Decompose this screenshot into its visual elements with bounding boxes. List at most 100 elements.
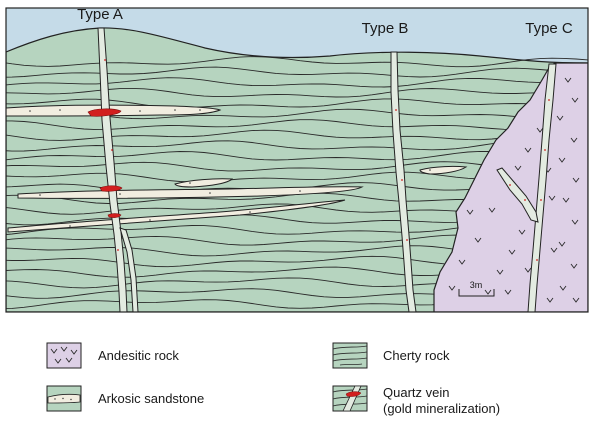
arkosic-sandstone-lenses (6, 104, 468, 233)
vein-red-speck (540, 199, 542, 201)
bedding-line (6, 56, 588, 68)
gold-zone-middle (99, 185, 123, 192)
type-c-label: Type C (525, 20, 573, 37)
sandstone-dot (174, 109, 176, 111)
gold-zone-upper (87, 108, 122, 117)
sandstone-lens-right (419, 165, 468, 175)
sandstone-dot (69, 225, 71, 227)
sandstone-dot (149, 219, 151, 221)
legend-quartz-vein-label-line1: Quartz vein (383, 385, 449, 400)
andesite-v-mark (572, 177, 580, 183)
andesite-v-mark (564, 77, 572, 83)
legend-item-andesitic-rock: Andesitic rock (46, 342, 179, 369)
andesite-v-mark (562, 197, 570, 203)
andesite-v-mark (550, 247, 558, 253)
sandstone-lens-lower (7, 199, 346, 233)
scale-label: 3m (470, 280, 483, 290)
andesite-v-mark (70, 349, 78, 355)
bedding-line (6, 140, 588, 152)
scale-bar: 3m (458, 280, 495, 297)
sandstone-lens-middle (17, 186, 364, 199)
vein-red-speck (406, 239, 408, 241)
legend-item-cherty-rock: Cherty rock (332, 342, 450, 369)
andesite-v-mark (488, 207, 496, 213)
andesite-v-mark (466, 209, 474, 215)
legend-arkosic-sandstone-label: Arkosic sandstone (98, 391, 204, 406)
andesite-v-mark (546, 297, 554, 303)
legend-quartz-vein-label-line2: (gold mineralization) (383, 401, 500, 416)
vein-red-speck (548, 99, 550, 101)
andesite-v-mark (556, 115, 564, 121)
sandstone-lens-small (174, 178, 234, 188)
vein-red-speck (509, 184, 511, 186)
andesite-v-mark (524, 147, 532, 153)
andesite-v-mark (458, 259, 466, 265)
sandstone-dot (199, 109, 201, 111)
vein-type-b (390, 51, 417, 312)
andesite-v-mark (570, 263, 578, 269)
andesite-v-mark (558, 241, 566, 247)
sandstone-dot (299, 190, 301, 192)
andesite-v-mark (65, 357, 73, 363)
legend-cherty-rock-label: Cherty rock (383, 348, 450, 363)
type-a-label: Type A (77, 6, 123, 23)
andesitic-rock-swatch (46, 342, 82, 369)
section-frame (5, 7, 589, 313)
bedding-line (6, 98, 588, 110)
sandstone-dot (429, 169, 431, 171)
andesite-v-mark (570, 137, 578, 143)
sandstone-dot (249, 211, 251, 213)
legend-item-arkosic-sandstone: Arkosic sandstone (46, 385, 204, 412)
vein-red-speck (104, 59, 106, 61)
gold-mineralization-zones (87, 108, 123, 218)
gold-zone-lower (107, 213, 122, 218)
andesite-v-marks (448, 77, 580, 303)
sandstone-dot (119, 193, 121, 195)
andesite-v-mark (508, 249, 516, 255)
legend-andesitic-rock-label: Andesitic rock (98, 348, 179, 363)
vein-red-speck (111, 149, 113, 151)
andesite-v-mark (448, 285, 456, 291)
vein-type-c-branch (496, 167, 539, 223)
cross-section-panel: 3m (5, 7, 589, 313)
quartz-veins (97, 27, 557, 312)
andesite-v-mark (536, 127, 544, 133)
andesite-v-mark (514, 165, 522, 171)
vein-red-speck (401, 179, 403, 181)
andesite-v-mark (54, 358, 62, 364)
andesite-v-mark (474, 237, 482, 243)
bedding-line (6, 119, 588, 131)
sandstone-dot (139, 110, 141, 112)
andesite-v-mark (548, 195, 556, 201)
andesite-v-mark (518, 229, 526, 235)
andesite-v-mark (571, 219, 579, 225)
vein-red-speck (536, 259, 538, 261)
vein-type-c (527, 63, 557, 312)
sandstone-dot (39, 194, 41, 196)
sandstone-dot (59, 109, 61, 111)
bedding-line (6, 87, 588, 98)
vein-red-speck (117, 249, 119, 251)
legend-item-quartz-vein: Quartz vein (gold mineralization) (332, 385, 500, 416)
legend: Andesitic rock Arkosic sandstone Cherty … (46, 342, 500, 416)
andesite-v-mark (484, 289, 492, 295)
sandstone-dot (189, 182, 191, 184)
andesite-v-mark (504, 289, 512, 295)
andesite-v-mark (60, 346, 68, 352)
vein-type-a (97, 27, 128, 312)
vein-red-speck (395, 109, 397, 111)
bedding-line (6, 77, 588, 88)
andesite-v-mark (496, 269, 504, 275)
sandstone-dot (29, 110, 31, 112)
sandstone-dot (209, 192, 211, 194)
vein-type-a-branch (119, 227, 139, 312)
sandstone-dots (29, 109, 431, 227)
andesite-v-mark (572, 297, 580, 303)
andesite-v-mark (524, 267, 532, 273)
vein-red-speck (524, 199, 526, 201)
andesite-v-mark (559, 285, 567, 291)
bedding-line (6, 66, 588, 78)
bedding-line (6, 129, 588, 141)
andesite-v-mark (50, 348, 58, 354)
